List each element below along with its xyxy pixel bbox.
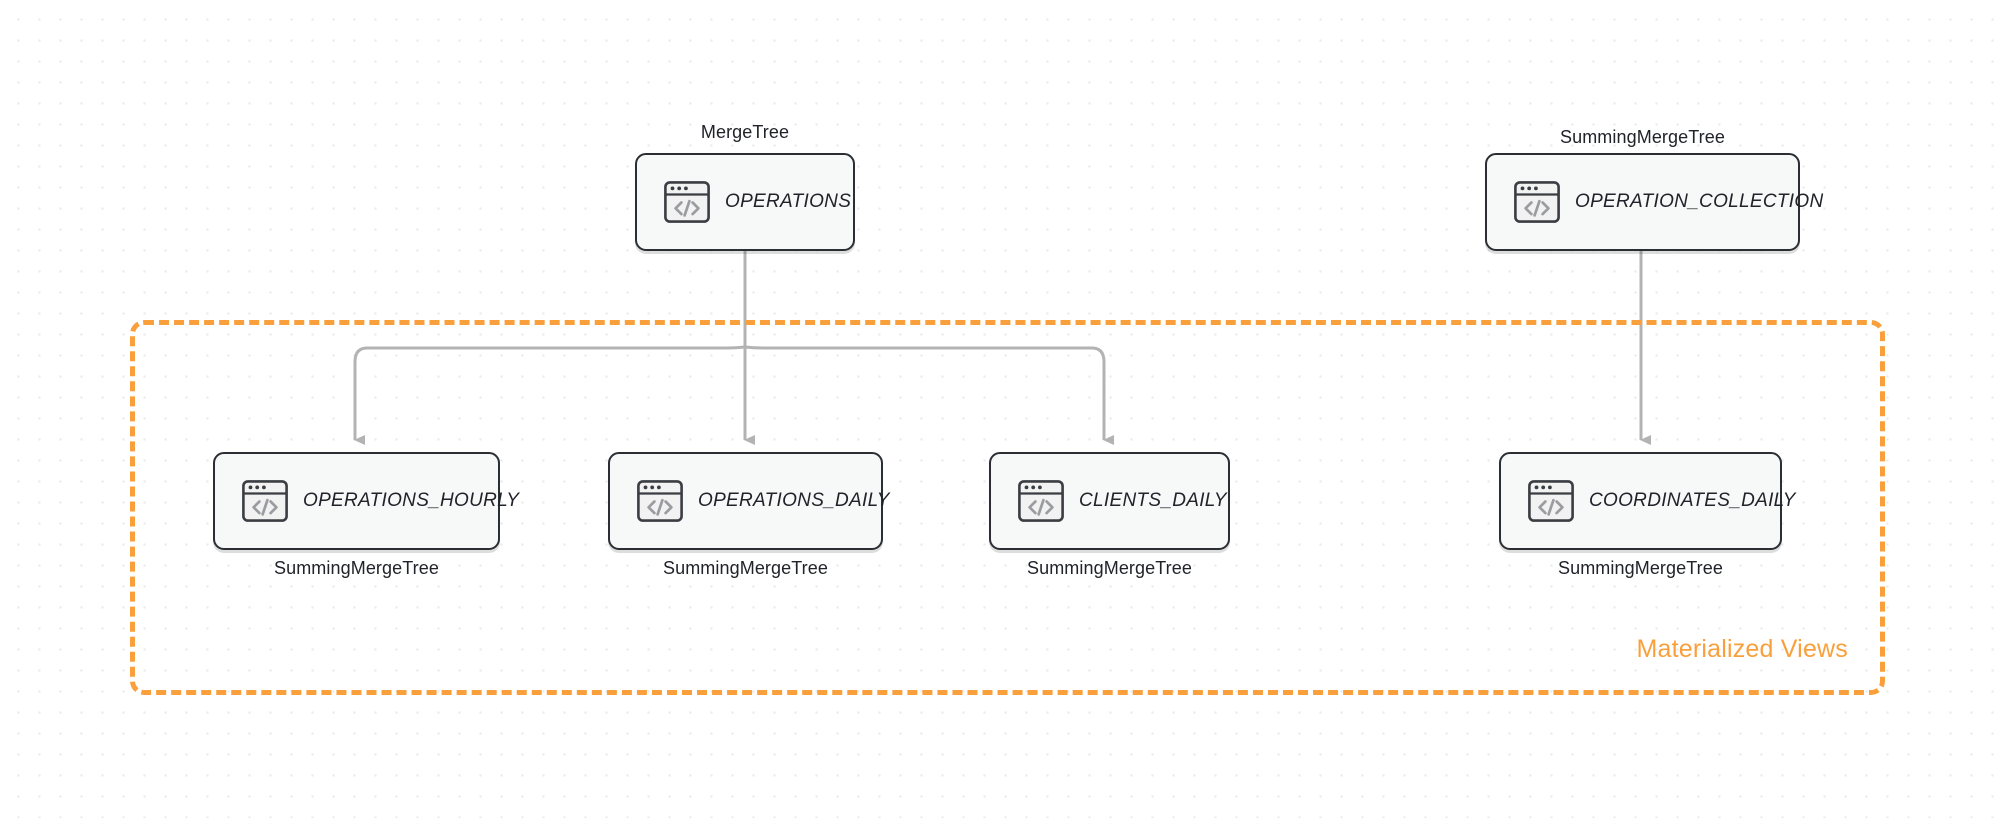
node-label-operations-hourly: OPERATIONS_HOURLY: [303, 490, 520, 511]
node-coordinates-daily[interactable]: COORDINATES_DAILY: [1499, 452, 1795, 550]
code-window-icon: [1018, 480, 1064, 522]
node-label-operations: OPERATIONS: [725, 191, 852, 212]
node-label-coordinates-daily: COORDINATES_DAILY: [1589, 490, 1796, 511]
materialized-views-group[interactable]: Materialized Views: [130, 320, 1885, 695]
node-caption-operations-engine: MergeTree: [700, 122, 790, 142]
node-operations-hourly[interactable]: OPERATIONS_HOURLY: [213, 452, 519, 550]
code-window-icon: [242, 480, 288, 522]
code-window-icon: [1514, 181, 1560, 223]
node-operations[interactable]: OPERATIONS: [635, 153, 855, 251]
code-window-icon: [637, 480, 683, 522]
node-caption-operation-collection-engine: SummingMergeTree: [1560, 127, 1725, 147]
node-clients-daily[interactable]: CLIENTS_DAILY: [989, 452, 1230, 550]
node-caption-operations-daily-engine: SummingMergeTree: [663, 558, 828, 578]
node-operation-collection[interactable]: OPERATION_COLLECTION: [1485, 153, 1823, 251]
node-caption-clients-daily-engine: SummingMergeTree: [1027, 558, 1192, 578]
code-window-icon: [1528, 480, 1574, 522]
node-caption-operations-hourly-engine: SummingMergeTree: [274, 558, 439, 578]
node-caption-coordinates-daily-engine: SummingMergeTree: [1558, 558, 1723, 578]
code-window-icon: [664, 181, 710, 223]
node-label-clients-daily: CLIENTS_DAILY: [1079, 490, 1227, 511]
materialized-views-label: Materialized Views: [1636, 635, 1848, 663]
node-label-operation-collection: OPERATION_COLLECTION: [1575, 191, 1824, 212]
node-operations-daily[interactable]: OPERATIONS_DAILY: [608, 452, 889, 550]
node-label-operations-daily: OPERATIONS_DAILY: [698, 490, 890, 511]
